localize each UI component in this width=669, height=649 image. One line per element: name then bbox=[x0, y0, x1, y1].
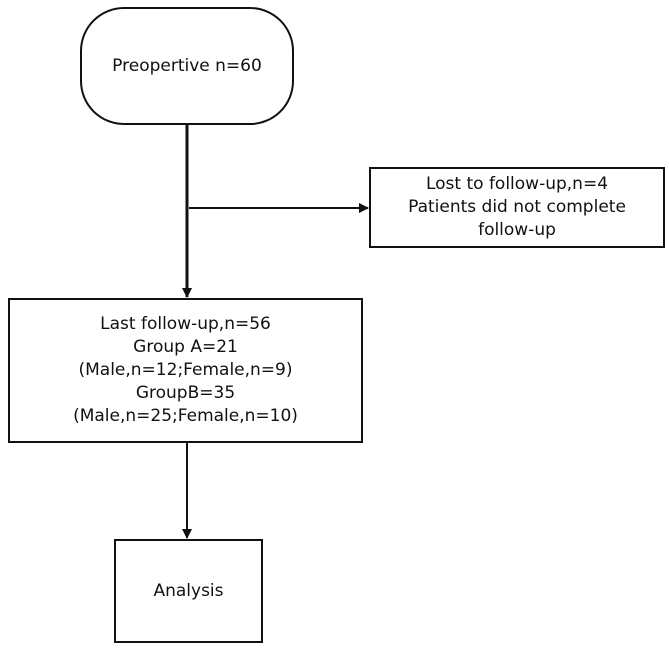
lost-to-follow-up-node: Lost to follow-up,n=4 Patients did not c… bbox=[369, 167, 665, 248]
group-b-breakdown: (Male,n=25;Female,n=10) bbox=[73, 406, 298, 426]
analysis-label: Analysis bbox=[153, 580, 224, 601]
group-a-breakdown: (Male,n=12;Female,n=9) bbox=[78, 360, 293, 380]
analysis-node: Analysis bbox=[114, 539, 263, 643]
preoperative-node: Preopertive n=60 bbox=[80, 7, 294, 125]
group-a-label: Group A=21 bbox=[133, 337, 238, 357]
preoperative-label: Preopertive n=60 bbox=[112, 55, 262, 76]
lost-follow-up-label: Lost to follow-up,n=4 bbox=[425, 174, 609, 194]
lost-follow-up-reason-cont: follow-up bbox=[478, 220, 556, 240]
lost-follow-up-reason: Patients did not complete bbox=[408, 197, 626, 217]
last-follow-up-node: Last follow-up,n=56 Group A=21 (Male,n=1… bbox=[8, 298, 363, 443]
last-follow-up-label: Last follow-up,n=56 bbox=[100, 314, 271, 334]
group-b-label: GroupB=35 bbox=[135, 383, 236, 403]
